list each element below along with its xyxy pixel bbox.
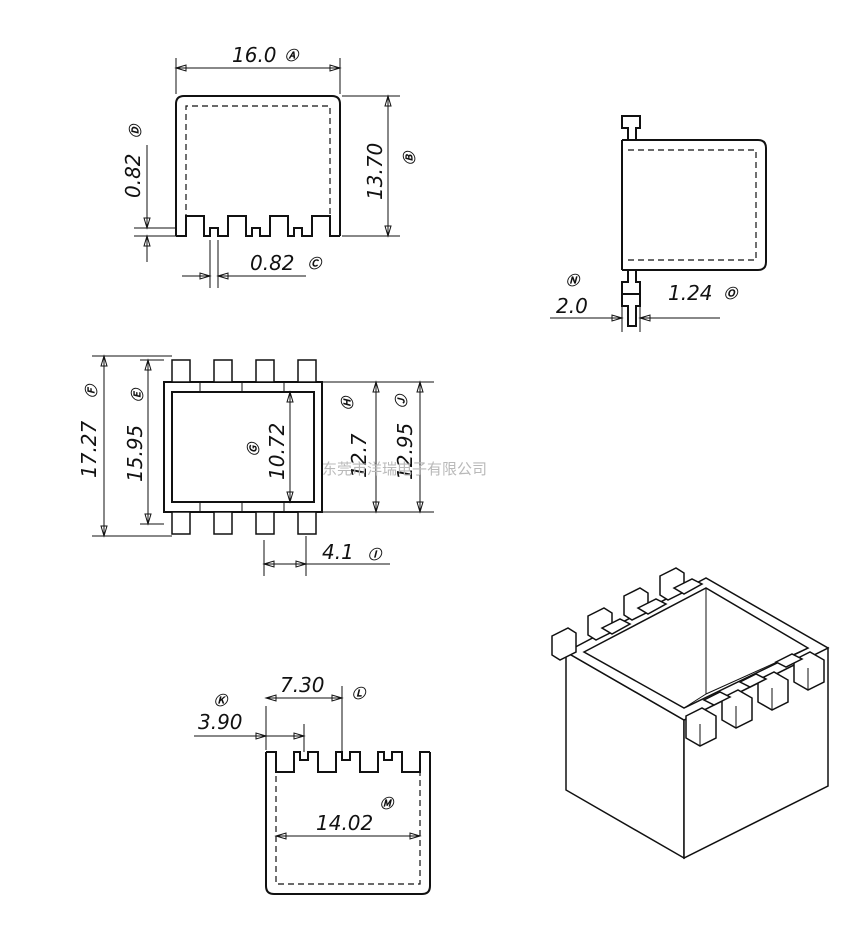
label-o: Ⓞ	[724, 286, 739, 302]
isometric-view	[551, 567, 830, 860]
dim-m-value: 14.02	[316, 811, 373, 835]
label-b: Ⓑ	[402, 150, 418, 165]
label-e: Ⓔ	[130, 387, 146, 402]
label-d: Ⓓ	[128, 123, 144, 138]
dim-h-value: 12.7	[347, 433, 371, 478]
dim-l-value: 7.30	[280, 673, 325, 697]
dim-e-value: 15.95	[123, 425, 147, 482]
label-f: Ⓕ	[84, 383, 100, 398]
rear-view: 3.90 Ⓚ 7.30 Ⓛ 14.02 Ⓜ	[194, 673, 431, 895]
dim-i-value: 4.1	[322, 540, 354, 564]
dim-n-value: 2.0	[556, 294, 588, 318]
label-l: Ⓛ	[352, 686, 367, 702]
label-n: Ⓝ	[566, 273, 581, 289]
dim-o-value: 1.24	[668, 281, 713, 305]
label-c: Ⓒ	[308, 256, 323, 272]
watermark: 东莞市洋瑞电子有限公司	[322, 460, 487, 478]
label-k: Ⓚ	[214, 693, 229, 709]
bottom-view: 17.27 Ⓕ 15.95 Ⓔ 10.72 Ⓖ 12.7 Ⓗ 12.95 Ⓙ	[77, 354, 434, 576]
dim-g-value: 10.72	[265, 423, 289, 480]
label-a: Ⓐ	[285, 48, 300, 64]
label-h: Ⓗ	[340, 395, 356, 410]
dim-k-value: 3.90	[198, 710, 243, 734]
side-view: 2.0 Ⓝ 1.24 Ⓞ	[550, 115, 767, 332]
dim-j-value: 12.95	[393, 423, 417, 480]
dim-c-value: 0.82	[250, 251, 295, 275]
label-j: Ⓙ	[394, 393, 410, 408]
dim-f-value: 17.27	[77, 420, 101, 478]
dim-d-value: 0.82	[121, 153, 145, 198]
label-m: Ⓜ	[380, 796, 395, 812]
front-view: 16.0 Ⓐ 13.70 Ⓑ 0.82 Ⓓ 0.82 Ⓒ	[121, 43, 418, 288]
label-g: Ⓖ	[246, 441, 262, 456]
label-i: Ⓘ	[368, 547, 383, 563]
dim-b-value: 13.70	[363, 143, 387, 200]
dim-a-value: 16.0	[232, 43, 277, 67]
